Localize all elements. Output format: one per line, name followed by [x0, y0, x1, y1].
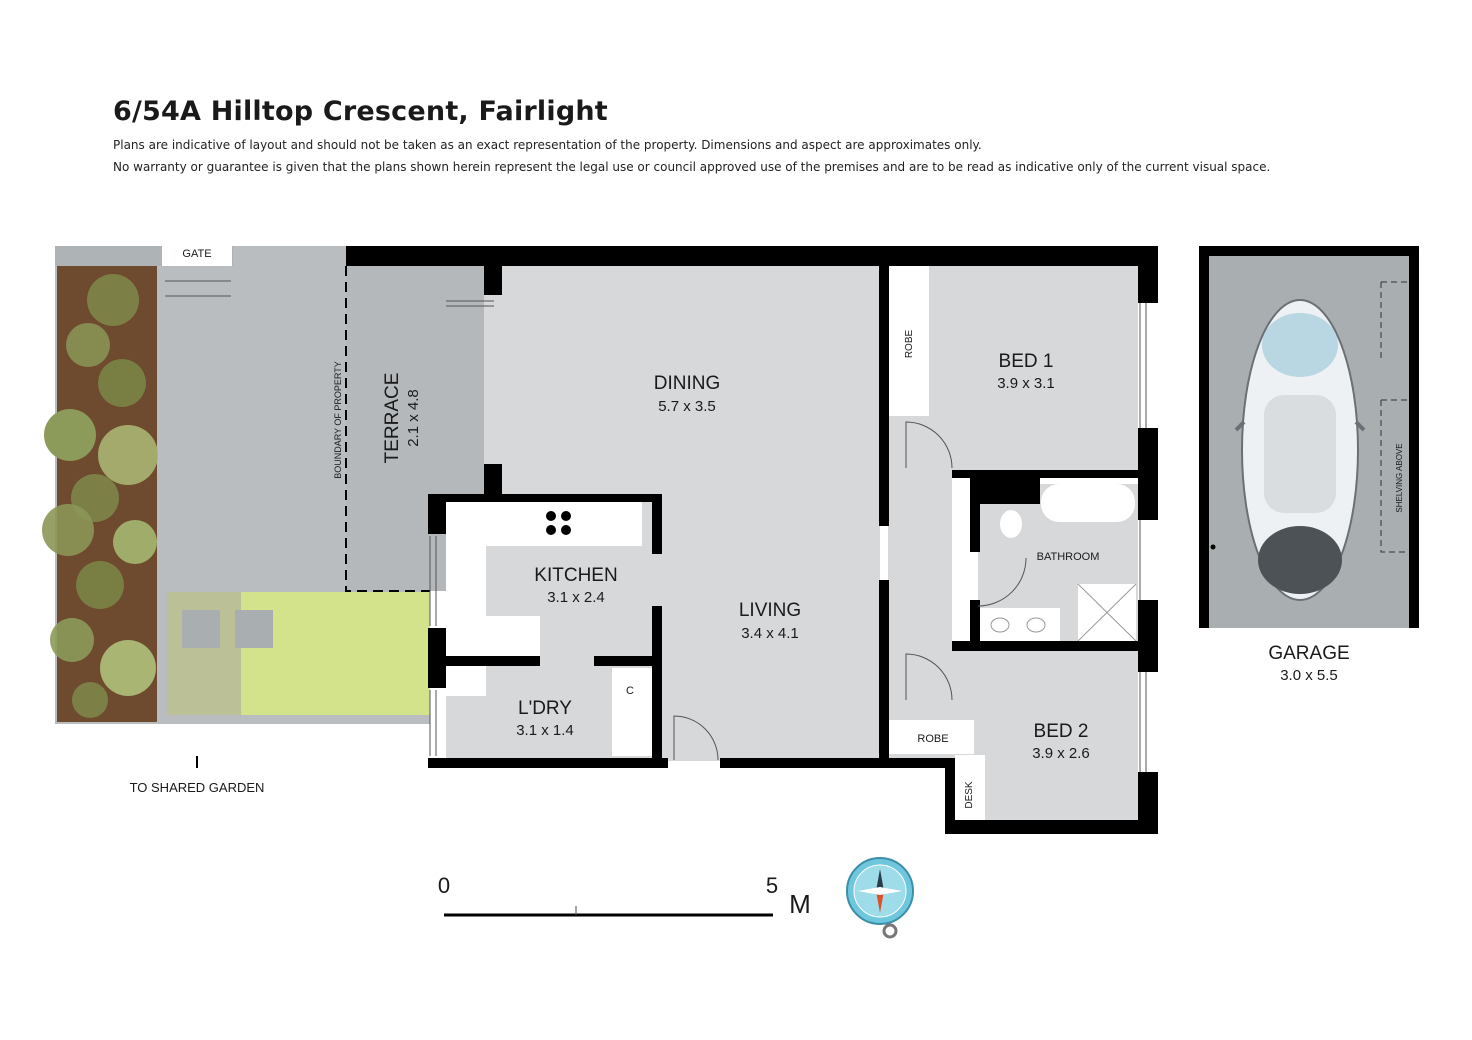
bed2-robe [888, 720, 974, 754]
cooktop [546, 511, 571, 535]
dining-dims: 5.7 x 3.5 [658, 398, 716, 415]
kitchen-dims: 3.1 x 2.4 [547, 589, 605, 606]
living-name: LIVING [739, 600, 801, 621]
bed2-robe-label: ROBE [917, 733, 948, 745]
scale-start: 0 [438, 873, 450, 898]
scale-unit: M [789, 889, 811, 919]
walls [346, 246, 1158, 834]
car-icon [1210, 299, 1366, 601]
laundry-cupboard [612, 668, 652, 756]
bed1-dims: 3.9 x 3.1 [997, 375, 1055, 392]
bed2-dims: 3.9 x 2.6 [1032, 745, 1090, 762]
shelving-label: SHELVING ABOVE [1395, 443, 1404, 512]
page-title: 6/54A Hilltop Crescent, Fairlight [113, 96, 608, 127]
toilet [1000, 510, 1022, 538]
bed2-name: BED 2 [1034, 721, 1089, 742]
paver-2 [235, 610, 273, 648]
vanity [978, 608, 1060, 641]
bed2-desk [955, 755, 985, 821]
desk-label: DESK [964, 781, 975, 809]
kitchen-name: KITCHEN [534, 565, 617, 586]
garage-name: GARAGE [1268, 643, 1349, 664]
shared-garden-label: TO SHARED GARDEN [130, 780, 265, 795]
laundry-dims: 3.1 x 1.4 [516, 722, 574, 739]
gate-label: GATE [182, 248, 211, 260]
disclaimer-line-1: Plans are indicative of layout and shoul… [113, 138, 982, 152]
interior-floor [446, 266, 1138, 822]
laundry-tub [446, 666, 486, 696]
scale-end: 5 [766, 873, 778, 898]
bed1-robe [888, 266, 929, 416]
paver-1 [182, 610, 220, 648]
kitchen-bench-side [446, 546, 486, 616]
living-dims: 3.4 x 4.1 [741, 625, 799, 642]
bathtub [1041, 484, 1135, 522]
gate [162, 246, 232, 266]
kitchen-bench-low [446, 616, 540, 656]
dining-name: DINING [654, 373, 721, 394]
boundary-label: BOUNDARY OF PROPERTY [333, 361, 343, 479]
kitchen-benchtop [446, 496, 642, 546]
cupboard-label: C [626, 685, 634, 697]
terrace-dims: 2.1 x 4.8 [405, 389, 422, 447]
compass-icon [846, 857, 914, 939]
garden-plants [42, 274, 158, 718]
bed1-name: BED 1 [999, 351, 1054, 372]
bathroom-name: BATHROOM [1037, 551, 1100, 563]
garage-dims: 3.0 x 5.5 [1280, 667, 1338, 684]
disclaimer-line-2: No warranty or guarantee is given that t… [113, 160, 1271, 174]
laundry-name: L'DRY [518, 698, 572, 719]
bed1-robe-label: ROBE [904, 330, 915, 359]
terrace-name: TERRACE [382, 373, 403, 464]
